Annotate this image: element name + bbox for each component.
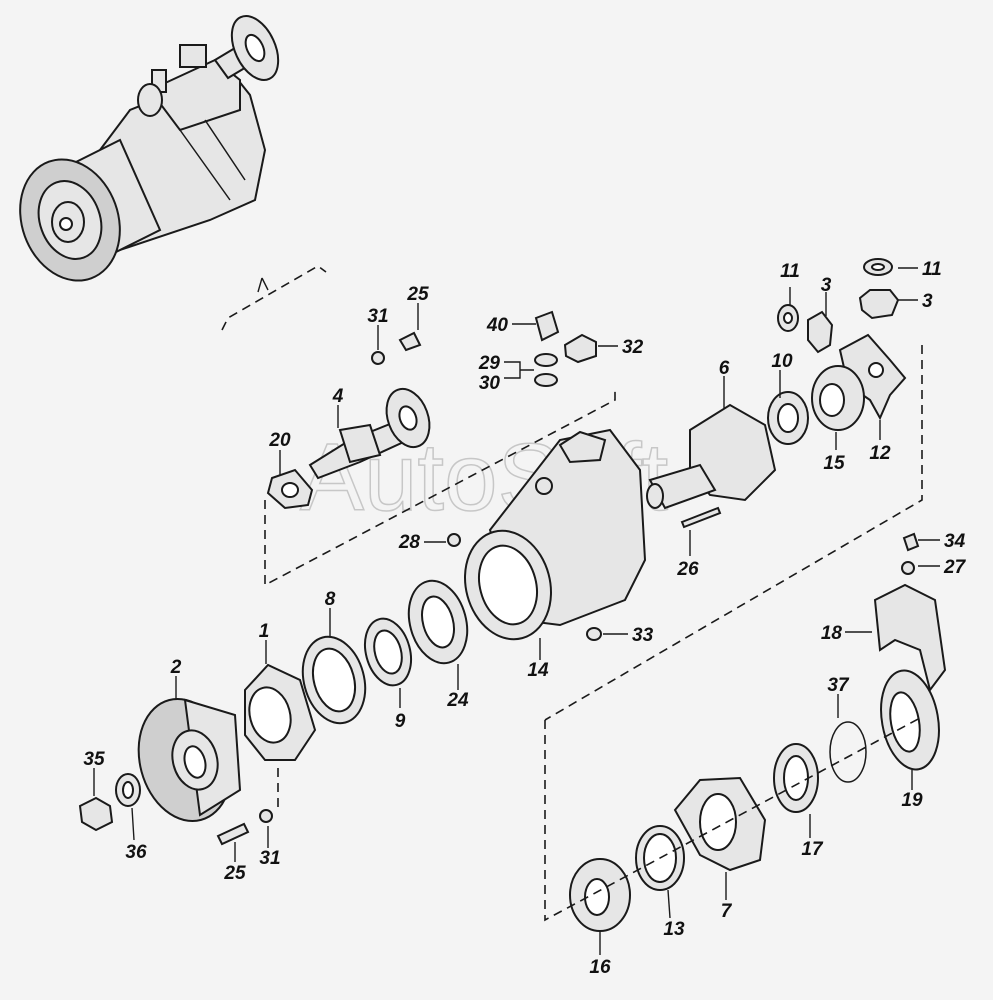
assembled-transfer-case: [19, 15, 280, 282]
callout-10: 10: [771, 351, 793, 372]
callout-27: 27: [943, 557, 967, 578]
housing-group: [244, 428, 647, 761]
callout-3-right: 3: [922, 291, 933, 312]
callout-11-right: 11: [922, 259, 942, 280]
assembly-lines: [221, 265, 923, 922]
callout-1: 1: [259, 621, 270, 642]
callout-30: 30: [479, 373, 501, 394]
callout-40: 40: [486, 315, 509, 336]
callout-17: 17: [801, 839, 824, 860]
part-31-lock-washer-lower: [259, 809, 273, 823]
callout-16: 16: [589, 957, 611, 978]
callout-9: 9: [395, 711, 406, 732]
callout-6: 6: [719, 358, 730, 379]
callout-12: 12: [869, 443, 891, 464]
part-29-washer: [534, 353, 558, 367]
callout-33: 33: [632, 625, 654, 646]
part-28-plug: [447, 533, 461, 547]
callout-2: 2: [170, 657, 182, 678]
callout-25-bottom: 25: [223, 863, 246, 884]
callout-24: 24: [446, 690, 469, 711]
callout-7: 7: [721, 901, 733, 922]
callout-13: 13: [663, 919, 685, 940]
callout-32: 32: [622, 337, 644, 358]
part-34-bolt: [902, 532, 920, 552]
callout-18: 18: [821, 623, 843, 644]
callout-4: 4: [332, 386, 344, 407]
part-32-plug: [563, 333, 597, 364]
callout-37: 37: [827, 675, 850, 696]
callout-3-left: 3: [821, 275, 832, 296]
part-26-bolt: [680, 506, 722, 529]
part-30-washer: [534, 373, 558, 387]
part-3-pinion-left: [807, 310, 834, 354]
part-33-plug: [586, 627, 602, 641]
part-25-bolt-lower: [216, 822, 250, 846]
part-31-lock-washer: [371, 351, 385, 365]
callout-8: 8: [325, 589, 336, 610]
callout-34: 34: [944, 531, 966, 552]
callout-31-bottom: 31: [259, 848, 280, 869]
part-35-nut: [78, 796, 114, 832]
flange-group: [78, 697, 273, 846]
leader-lines: [93, 267, 940, 955]
shift-group: [569, 532, 947, 932]
differential-gear-group: [646, 258, 907, 529]
callout-29: 29: [478, 353, 501, 374]
callout-25-top: 25: [406, 284, 429, 305]
callout-19: 19: [901, 790, 923, 811]
part-40-breather: [534, 310, 560, 342]
part-37-snap-ring: [829, 721, 867, 783]
callout-26: 26: [676, 559, 699, 580]
callout-28: 28: [398, 532, 421, 553]
callout-11-left: 11: [780, 261, 800, 282]
part-3-pinion-right: [858, 289, 900, 320]
callout-20: 20: [268, 430, 291, 451]
callout-labels: 11 3 11 3 25 31 40 32 29 30 4 6 10 20 15…: [83, 259, 966, 978]
callout-14: 14: [527, 660, 549, 681]
part-27-washer: [901, 561, 915, 575]
callout-31-top: 31: [367, 306, 388, 327]
callout-15: 15: [823, 453, 845, 474]
callout-36: 36: [125, 842, 147, 863]
output-shaft-group: [266, 310, 597, 510]
callout-35: 35: [83, 749, 105, 770]
part-25-bolt: [398, 331, 422, 352]
